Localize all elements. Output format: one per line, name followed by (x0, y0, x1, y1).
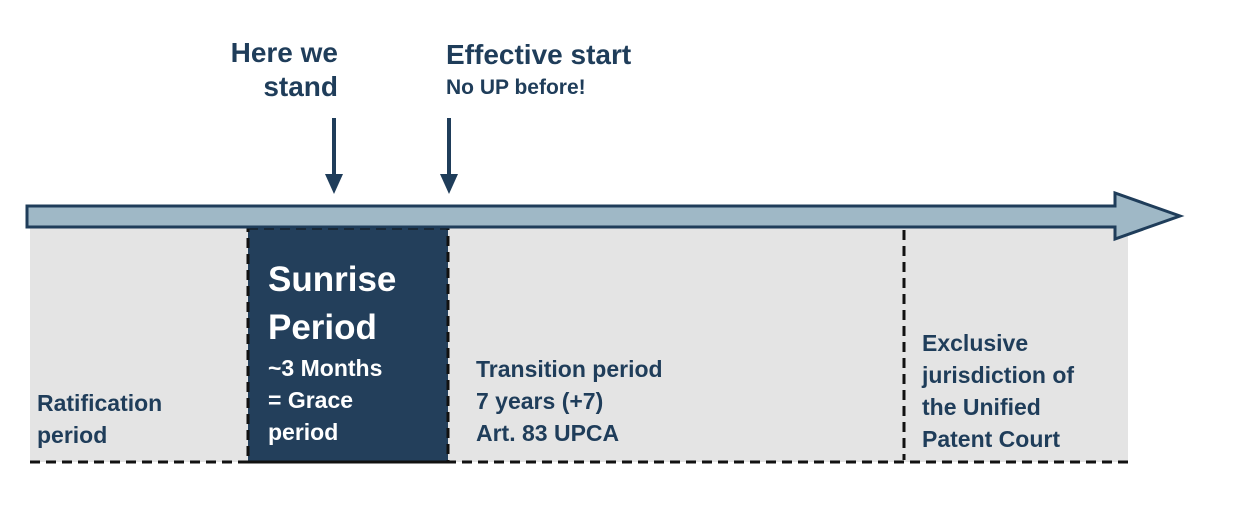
ratification-period-label: Ratification period (37, 387, 162, 451)
exclusive-line-4: Patent Court (922, 426, 1060, 452)
sunrise-sub-line-3: period (268, 419, 339, 445)
effective-start-label: Effective start No UP before! (446, 38, 631, 100)
transition-period-label: Transition period 7 years (+7) Art. 83 U… (476, 353, 663, 449)
transition-line-1: Transition period (476, 356, 663, 382)
effective-start-title: Effective start (446, 39, 632, 70)
here-we-stand-line-2: stand (263, 70, 338, 102)
exclusive-line-1: Exclusive (922, 330, 1029, 356)
sunrise-sub-line-1: ~3 Months (268, 355, 383, 381)
sunrise-sub-line-2: = Grace (268, 387, 354, 413)
sunrise-period-box (246, 226, 450, 464)
effective-start-arrow-icon (440, 118, 458, 194)
exclusive-line-2: jurisdiction of (922, 362, 1075, 388)
transition-line-3: Art. 83 UPCA (476, 420, 620, 446)
period-band (30, 228, 1128, 462)
ratification-line-2: period (37, 422, 108, 448)
timeline-arrow (25, 190, 1185, 242)
sunrise-title-line-2: Period (268, 308, 377, 347)
sunrise-period-label: Sunrise Period ~3 Months = Grace period (268, 256, 396, 448)
exclusive-jurisdiction-label: Exclusive jurisdiction of the Unified Pa… (922, 327, 1074, 455)
here-we-stand-label: Here we stand (150, 36, 338, 103)
sunrise-title-line-1: Sunrise (268, 260, 397, 299)
transition-line-2: 7 years (+7) (476, 388, 604, 414)
here-we-stand-line-1: Here we (230, 37, 338, 68)
ratification-line-1: Ratification (37, 390, 163, 416)
exclusive-line-3: the Unified (922, 394, 1041, 420)
here-we-stand-arrow-icon (325, 118, 343, 194)
effective-start-note: No UP before! (446, 75, 586, 99)
